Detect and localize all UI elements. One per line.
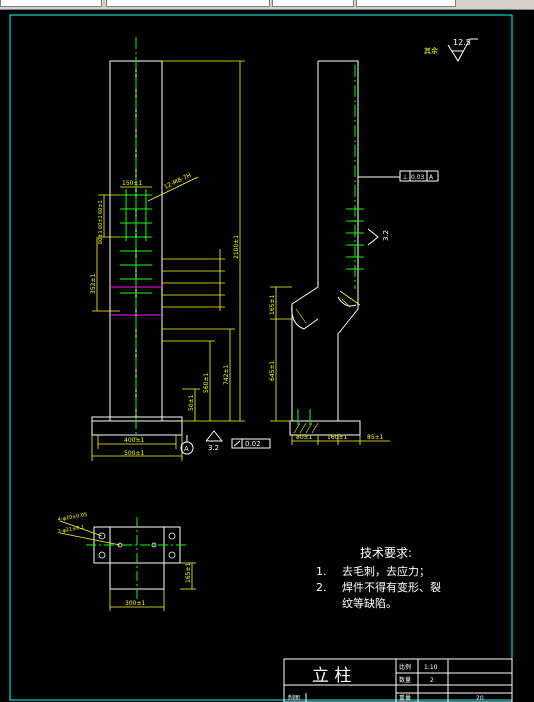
side-dimension-lines [270, 286, 390, 445]
cad-drawing-canvas[interactable]: 其余 12.5 [0, 9, 534, 702]
technical-requirements: 技术要求: 1. 去毛刺，去应力； 2. 焊件不得有变形、裂 纹等缺陷。 [316, 546, 441, 610]
bottom-finish-value: 3.2 [208, 444, 219, 452]
toolbar-field-1[interactable] [0, 0, 102, 7]
top-view-dimension-lines [59, 520, 196, 611]
tolerance-symbol: ⊥ [402, 173, 408, 181]
top-hole-callout-2: 2-φ21±0.1 [57, 524, 84, 535]
scale-label: 比例 [399, 663, 411, 671]
datum-a-marker: A [180, 435, 194, 455]
side-dim-bottom-b: 160±1 [327, 434, 347, 441]
side-dim-bottom-c: 85±1 [367, 434, 384, 441]
surface-finish-symbol: 其余 12.5 [424, 38, 478, 62]
dim-mid-height: 742±1 [223, 365, 230, 385]
scale-value: 1:10 [424, 664, 438, 671]
front-view: 150±1 12-M8-7H 60±1 60±1 60±1 352±1 2100… [90, 37, 271, 461]
flatness-value: 0.02 [245, 440, 261, 448]
dim-left-b: 60±1 [98, 215, 104, 229]
top-view-centerlines [86, 517, 188, 599]
dim-total-height: 2100±1 [233, 235, 240, 259]
dim-base-height: 50±1 [188, 394, 195, 411]
finish-value: 12.5 [453, 38, 471, 47]
dim-left-a: 60±1 [98, 200, 104, 214]
bolt-holes-front [120, 189, 152, 294]
weight-label: 重量 [399, 694, 411, 702]
perpendicularity-frame: ⊥ 0.03 A [358, 170, 439, 182]
title-block: 立 柱 比例 1:10 数量 2 重量 20 制图 [283, 658, 513, 702]
finish-note-label: 其余 [424, 46, 438, 55]
dim-lower-height: 560±1 [203, 373, 210, 393]
bottom-finish-symbol: 3.2 [205, 430, 224, 452]
drawing-frame [9, 14, 513, 702]
side-dim-bottom-a: 80±1 [296, 434, 313, 441]
flatness-frame: 0.02 [231, 438, 271, 449]
note-2-text: 焊件不得有变形、裂 [342, 580, 441, 594]
dim-inner-width: 400±1 [124, 437, 144, 444]
top-dim-depth: 165±1 [185, 563, 192, 583]
part-name: 立 柱 [312, 666, 351, 686]
drawn-label: 制图 [288, 694, 300, 702]
weight-value: 20 [476, 695, 484, 702]
dim-height-group: 352±1 [90, 274, 97, 294]
note-1-text: 去毛刺，去应力； [342, 564, 430, 578]
weld-hatch [293, 298, 351, 434]
side-finish-symbol: 3.2 [367, 228, 390, 246]
side-hole-marks [297, 208, 364, 425]
front-dimension-lines [91, 60, 245, 461]
datum-a-label: A [184, 445, 189, 453]
side-dim-lower: 645±1 [269, 361, 276, 381]
qty-value: 2 [430, 677, 434, 684]
toolbar-strip [0, 0, 534, 10]
side-view-outline [289, 60, 361, 436]
tolerance-value: 0.03 [411, 174, 425, 181]
front-view-outline [91, 60, 183, 436]
tolerance-datum: A [429, 174, 434, 181]
top-dim-width: 300±1 [125, 600, 145, 607]
toolbar-field-3[interactable] [272, 0, 354, 7]
note-1-number: 1. [316, 565, 327, 578]
top-view: 4-φ20±0.05 2-φ21±0.1 300±1 165±1 [57, 512, 196, 611]
dim-bolt-spacing: 150±1 [122, 180, 142, 187]
side-finish-value: 3.2 [382, 230, 390, 241]
dim-outer-width: 500±1 [124, 450, 144, 457]
toolbar-field-2[interactable] [106, 0, 270, 7]
dim-left-c: 60±1 [98, 230, 104, 244]
side-view: ⊥ 0.03 A 3.2 165±1 645±1 80±1 160±1 85±1 [269, 60, 439, 445]
top-hole-callout-1: 4-φ20±0.05 [57, 512, 88, 523]
side-dim-upper: 165±1 [269, 295, 276, 315]
toolbar-field-4[interactable] [356, 0, 456, 7]
note-2-number: 2. [316, 581, 327, 594]
notes-title: 技术要求: [360, 546, 412, 560]
qty-label: 数量 [399, 676, 411, 684]
note-2-cont: 纹等缺陷。 [342, 596, 397, 610]
